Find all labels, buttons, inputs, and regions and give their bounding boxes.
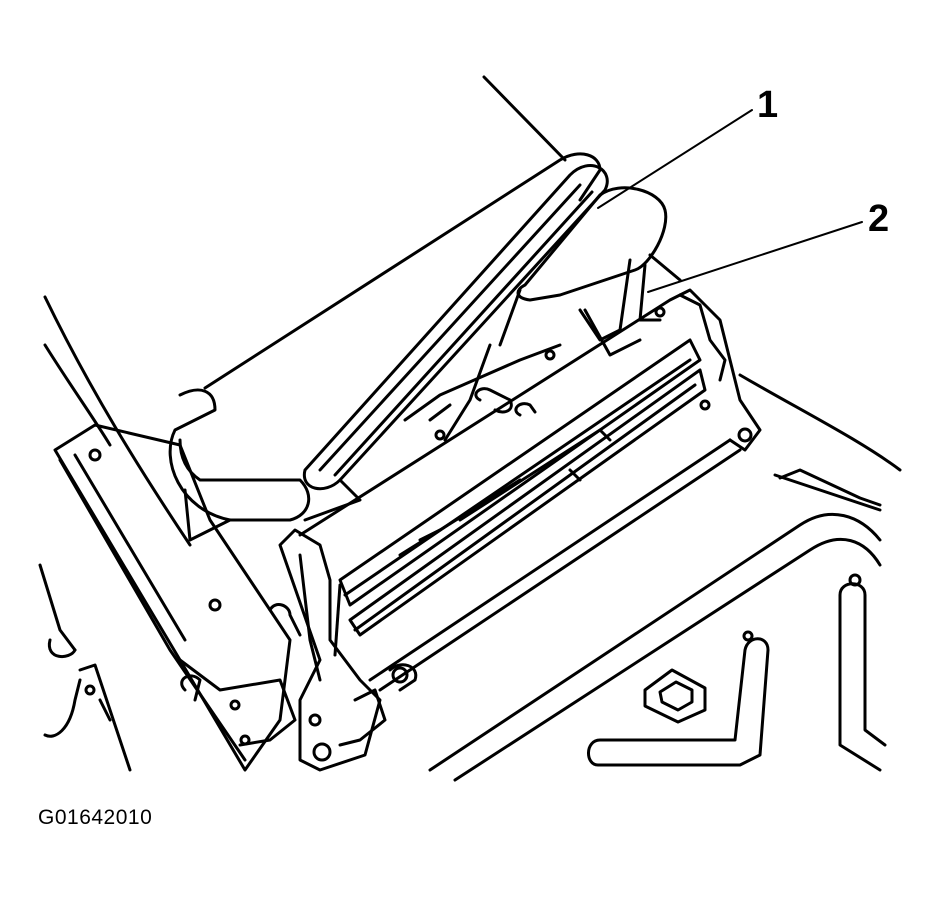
seat-cushion-cover bbox=[170, 154, 666, 540]
seat-track-assembly bbox=[270, 290, 760, 770]
seat-frame-bracket bbox=[580, 255, 680, 355]
figure-id: G01642010 bbox=[38, 806, 153, 829]
callout-2-label: 2 bbox=[868, 198, 890, 240]
callout-2-leader bbox=[648, 222, 862, 292]
vehicle-body-panel bbox=[45, 77, 900, 780]
callout-1-label: 1 bbox=[757, 84, 779, 126]
seat-belt-hook bbox=[40, 565, 130, 770]
left-seat-side-frame bbox=[55, 425, 295, 770]
callout-1-leader bbox=[598, 110, 752, 208]
